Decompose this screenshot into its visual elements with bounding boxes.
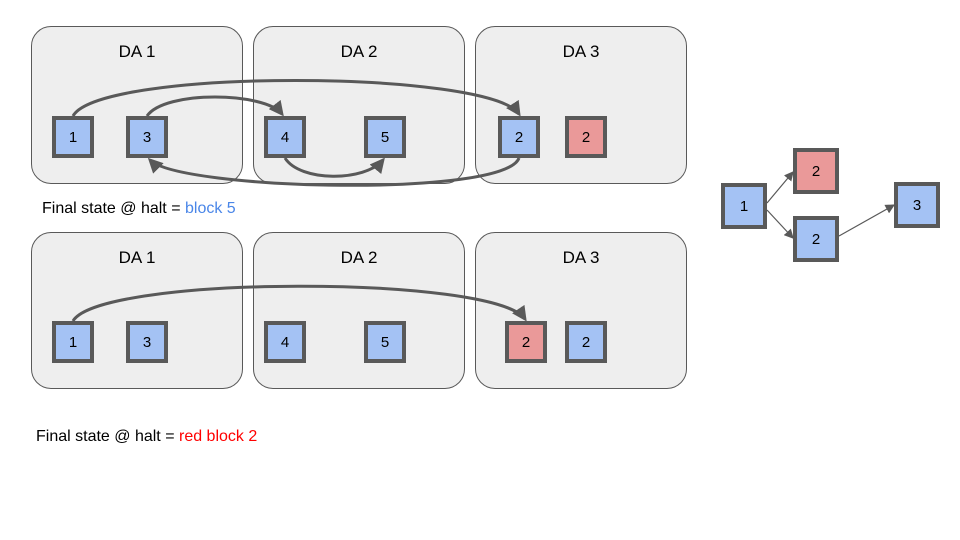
bottom-caption-prefix: Final state @ halt = [36,428,179,445]
top-da3-panel: DA 3 [475,26,687,184]
top-da1-panel: DA 1 [31,26,243,184]
bottom-block-4: 4 [264,321,306,363]
bottom-da1-label: DA 1 [118,248,156,267]
top-caption-prefix: Final state @ halt = [42,200,185,217]
graph-node-2-blue: 2 [793,216,839,262]
top-caption: Final state @ halt = block 5 [42,200,236,218]
edge-1-to-blue-2 [766,209,794,239]
bottom-da2-panel: DA 2 [253,232,465,389]
bottom-block-2-red: 2 [505,321,547,363]
bottom-da1-panel: DA 1 [31,232,243,389]
graph-node-1: 1 [721,183,767,229]
top-da1-label: DA 1 [118,42,156,61]
bottom-block-1: 1 [52,321,94,363]
graph-node-2-red: 2 [793,148,839,194]
top-da2-label: DA 2 [340,42,378,61]
bottom-block-2-blue: 2 [565,321,607,363]
bottom-da2-label: DA 2 [340,248,378,267]
top-block-3: 3 [126,116,168,158]
edge-1-to-red-2 [766,171,794,204]
graph-node-3: 3 [894,182,940,228]
top-da3-label: DA 3 [562,42,600,61]
bottom-block-5: 5 [364,321,406,363]
top-block-1: 1 [52,116,94,158]
bottom-caption-highlight: red block 2 [178,428,258,445]
top-da2-panel: DA 2 [253,26,465,184]
bottom-block-3: 3 [126,321,168,363]
top-block-4: 4 [264,116,306,158]
bottom-caption: Final state @ halt = red block 2 [36,428,257,446]
edge-blue-2-to-3 [838,204,896,237]
top-block-2-blue: 2 [498,116,540,158]
bottom-da3-panel: DA 3 [475,232,687,389]
bottom-da3-label: DA 3 [562,248,600,267]
top-block-5: 5 [364,116,406,158]
top-caption-highlight: block 5 [184,200,236,217]
top-block-2-red: 2 [565,116,607,158]
